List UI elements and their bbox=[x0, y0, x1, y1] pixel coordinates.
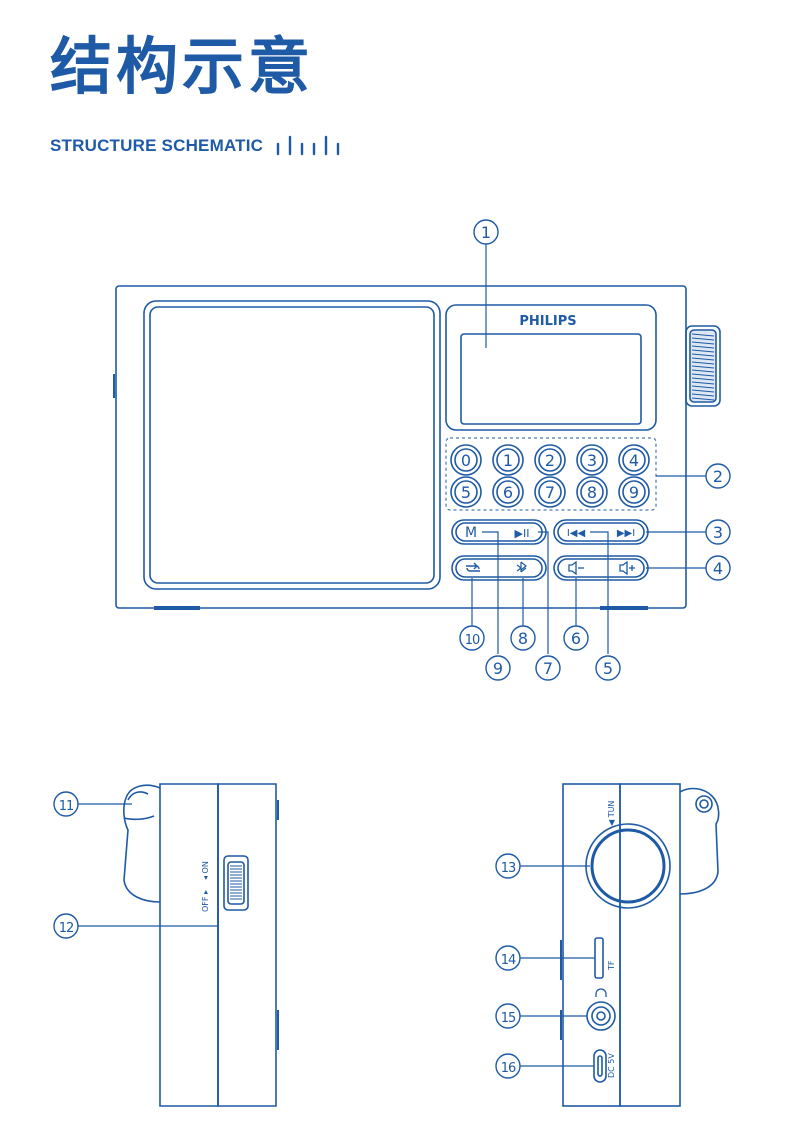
volume-key[interactable] bbox=[557, 558, 645, 578]
callout-14: 14 bbox=[495, 945, 521, 971]
dc-port[interactable] bbox=[593, 1049, 607, 1083]
number-key-label: 4 bbox=[629, 451, 639, 470]
tf-card-slot[interactable] bbox=[594, 937, 604, 979]
callout-label: 2 bbox=[713, 467, 723, 486]
callout-13: 13 bbox=[495, 853, 521, 879]
callout-label: 14 bbox=[501, 953, 516, 968]
number-key-label: 6 bbox=[503, 483, 513, 502]
number-key-1[interactable]: 1 bbox=[492, 444, 524, 476]
callout-label: 4 bbox=[713, 559, 723, 578]
number-key-8[interactable]: 8 bbox=[576, 476, 608, 508]
callout-label: 11 bbox=[59, 799, 74, 814]
switch-off-label: OFF ▸ bbox=[201, 890, 210, 912]
callout-8: 8 bbox=[510, 625, 536, 651]
number-key-area bbox=[445, 437, 657, 511]
callout-label: 8 bbox=[518, 629, 528, 648]
antenna-profile bbox=[679, 787, 720, 895]
side-body-front bbox=[217, 783, 277, 1107]
power-switch[interactable] bbox=[227, 861, 245, 905]
tuning-wheel-outer bbox=[585, 823, 671, 909]
callout-16: 16 bbox=[495, 1053, 521, 1079]
callout-label: 15 bbox=[501, 1011, 516, 1026]
decorative-bars-icon bbox=[276, 135, 340, 156]
callout-label: 16 bbox=[501, 1061, 516, 1076]
callout-5: 5 bbox=[595, 655, 621, 681]
number-key-label: 7 bbox=[545, 483, 555, 502]
repeat-bt-key-frame bbox=[451, 555, 547, 581]
left-side-view: OFF ▸ ◂ ON bbox=[78, 783, 279, 1107]
headphone-jack[interactable] bbox=[591, 1006, 611, 1026]
leader-lines bbox=[471, 244, 706, 654]
speaker-grille bbox=[149, 306, 435, 584]
number-key-label: 1 bbox=[503, 451, 513, 470]
number-key-4[interactable]: 4 bbox=[618, 444, 650, 476]
callout-label: 12 bbox=[59, 921, 74, 936]
callout-11: 11 bbox=[53, 791, 79, 817]
repeat-bt-key[interactable] bbox=[455, 558, 543, 578]
number-key-0[interactable]: 0 bbox=[450, 444, 482, 476]
tuning-wheel[interactable] bbox=[590, 828, 666, 904]
number-key-label: 0 bbox=[461, 451, 471, 470]
number-key-label: 2 bbox=[545, 451, 555, 470]
callout-label: 1 bbox=[481, 223, 491, 242]
front-view: PHILIPS 0 1 2 3 4 5 6 7 8 9 M ▶II I◀◀ ▶▶I bbox=[113, 244, 721, 654]
page-subtitle: STRUCTURE SCHEMATIC bbox=[50, 136, 264, 155]
radio-body bbox=[115, 285, 687, 609]
knob-profile bbox=[123, 784, 161, 903]
callout-10: 10 bbox=[459, 625, 485, 651]
speaker-frame bbox=[143, 300, 441, 590]
number-key-label: 3 bbox=[587, 451, 597, 470]
callout-7: 7 bbox=[535, 655, 561, 681]
callout-12: 12 bbox=[53, 913, 79, 939]
number-key-7[interactable]: 7 bbox=[534, 476, 566, 508]
tuning-knob[interactable] bbox=[685, 325, 721, 407]
number-key-6[interactable]: 6 bbox=[492, 476, 524, 508]
lcd-screen bbox=[460, 333, 642, 425]
number-key-3[interactable]: 3 bbox=[576, 444, 608, 476]
callout-label: 3 bbox=[713, 523, 723, 542]
number-key-9[interactable]: 9 bbox=[618, 476, 650, 508]
repeat-icon bbox=[466, 562, 480, 572]
callout-label: 7 bbox=[543, 659, 553, 678]
number-key-label: 9 bbox=[629, 483, 639, 502]
power-switch-frame bbox=[223, 855, 249, 911]
callout-15: 15 bbox=[495, 1003, 521, 1029]
brand-logo: PHILIPS bbox=[519, 314, 576, 329]
display-panel bbox=[445, 304, 657, 431]
callout-6: 6 bbox=[563, 625, 589, 651]
tf-label: TF bbox=[607, 960, 616, 971]
mode-key-label: M bbox=[465, 525, 477, 541]
tuning-label: ◀ TUN bbox=[607, 801, 616, 826]
right-side-view: ◀ TUN TF DC 5V bbox=[520, 783, 720, 1107]
number-key-label: 5 bbox=[461, 483, 471, 502]
page-title: 结构示意 bbox=[50, 30, 315, 103]
prev-key-label: I◀◀ bbox=[567, 528, 586, 539]
switch-on-label: ◂ ON bbox=[201, 861, 210, 880]
callout-label: 13 bbox=[501, 861, 516, 876]
callout-9: 9 bbox=[485, 655, 511, 681]
bluetooth-icon bbox=[516, 561, 527, 573]
callout-label: 6 bbox=[571, 629, 581, 648]
next-key-label: ▶▶I bbox=[617, 528, 635, 539]
number-key-2[interactable]: 2 bbox=[534, 444, 566, 476]
side-body-back-r bbox=[619, 783, 681, 1107]
volume-down-icon bbox=[568, 560, 584, 576]
prev-next-key[interactable] bbox=[557, 522, 645, 542]
callout-1: 1 bbox=[473, 219, 499, 245]
dc-label: DC 5V bbox=[607, 1053, 616, 1078]
headphone-icon bbox=[595, 988, 607, 997]
callout-label: 5 bbox=[603, 659, 613, 678]
volume-up-icon bbox=[619, 560, 635, 576]
callout-4: 4 bbox=[705, 555, 731, 581]
number-key-5[interactable]: 5 bbox=[450, 476, 482, 508]
play-pause-key-label: ▶II bbox=[515, 527, 530, 540]
number-key-label: 8 bbox=[587, 483, 597, 502]
side-body-back bbox=[159, 783, 219, 1107]
callout-label: 10 bbox=[465, 633, 480, 648]
callout-2: 2 bbox=[705, 463, 731, 489]
callout-label: 9 bbox=[493, 659, 503, 678]
callout-3: 3 bbox=[705, 519, 731, 545]
